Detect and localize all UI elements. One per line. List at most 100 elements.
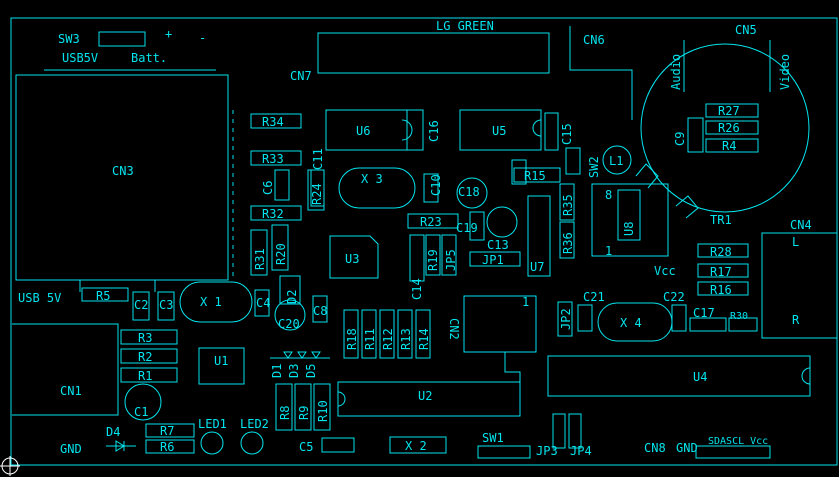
- resistor-r32[interactable]: [250, 205, 302, 221]
- chip-u8[interactable]: [617, 189, 641, 241]
- resistor-r36[interactable]: [559, 221, 575, 259]
- jumper-jp1[interactable]: [469, 251, 521, 267]
- jumper-jp2[interactable]: [557, 301, 573, 337]
- led2[interactable]: [240, 431, 264, 455]
- capacitor-c17[interactable]: [689, 317, 727, 332]
- capacitor-c2[interactable]: [132, 291, 150, 321]
- label-jp4: JP4: [570, 444, 592, 458]
- connector-cn2[interactable]: [463, 295, 537, 353]
- resistor-r31[interactable]: [250, 229, 268, 276]
- resistor-r34[interactable]: [250, 113, 302, 129]
- switch-sw3[interactable]: [98, 31, 146, 47]
- label-r1: R1: [138, 369, 152, 383]
- capacitor-c4[interactable]: [254, 289, 270, 317]
- resistor-r30[interactable]: [728, 317, 758, 332]
- capacitor-c20[interactable]: [274, 299, 306, 331]
- resistor-r26[interactable]: [705, 120, 759, 135]
- label-c1: C1: [134, 405, 148, 419]
- resistor-r33[interactable]: [250, 150, 302, 166]
- jumper-jp5[interactable]: [441, 234, 457, 276]
- resistor-r6[interactable]: [145, 439, 195, 454]
- capacitor-c3[interactable]: [157, 291, 175, 321]
- capacitor-c21[interactable]: [577, 304, 593, 332]
- capacitor-c9[interactable]: [687, 117, 704, 153]
- chip-u8-body[interactable]: [591, 183, 669, 257]
- label-c4: C4: [256, 296, 270, 310]
- resistor-r27[interactable]: [705, 103, 759, 118]
- label-r3: R3: [138, 331, 152, 345]
- resistor-r1[interactable]: [120, 367, 178, 383]
- resistor-r28[interactable]: [697, 243, 749, 258]
- resistor-r20[interactable]: [271, 224, 289, 271]
- resistor-r10[interactable]: [313, 383, 331, 431]
- label-r11: R11: [363, 328, 377, 350]
- capacitor-c22[interactable]: [671, 304, 687, 332]
- chip-u1[interactable]: [198, 347, 245, 385]
- capacitor-c1[interactable]: [124, 383, 162, 421]
- connector-cn7[interactable]: [317, 32, 550, 74]
- chip-u4[interactable]: [547, 355, 811, 397]
- connector-cn5[interactable]: [640, 43, 810, 213]
- resistor-r18[interactable]: [343, 309, 359, 359]
- resistor-r17[interactable]: [697, 263, 749, 278]
- resistor-r14[interactable]: [415, 309, 431, 359]
- resistor-r2[interactable]: [120, 348, 178, 364]
- resistor-r11[interactable]: [361, 309, 377, 359]
- resistor-r13[interactable]: [397, 309, 413, 359]
- capacitor-c19[interactable]: [469, 211, 485, 241]
- label-jp5: JP5: [444, 249, 458, 271]
- resistor-r23[interactable]: [407, 213, 459, 229]
- resistor-r5[interactable]: [81, 287, 129, 302]
- label-u2: U2: [418, 389, 432, 403]
- connector-cn3[interactable]: [15, 74, 229, 281]
- resistor-r3[interactable]: [120, 329, 178, 345]
- resistor-r15[interactable]: [513, 167, 561, 183]
- capacitor-c15[interactable]: [544, 112, 559, 151]
- inductor-l1[interactable]: [602, 145, 632, 175]
- label-r7: R7: [160, 424, 174, 438]
- resistor-r7[interactable]: [145, 423, 195, 438]
- resistor-r24[interactable]: [307, 169, 325, 211]
- capacitor-c6[interactable]: [274, 169, 290, 201]
- silk-diamond: [675, 195, 699, 219]
- label-u1: U1: [214, 354, 228, 368]
- jumper-jp3[interactable]: [552, 413, 566, 449]
- chip-u5[interactable]: [459, 109, 542, 151]
- capacitor-c18[interactable]: [456, 177, 488, 209]
- capacitor-small[interactable]: [511, 159, 527, 185]
- switch-sw2[interactable]: [565, 147, 581, 175]
- resistor-r19[interactable]: [425, 234, 441, 276]
- capacitor-c10[interactable]: [423, 173, 439, 203]
- capacitor-c8[interactable]: [312, 295, 328, 323]
- resistor-r12[interactable]: [379, 309, 395, 359]
- diode-d2[interactable]: [279, 275, 301, 305]
- chip-u2[interactable]: [337, 381, 521, 417]
- capacitor-c16[interactable]: [406, 109, 424, 151]
- silk-diamond: [635, 163, 659, 189]
- led1[interactable]: [200, 431, 224, 455]
- label-r31: R31: [253, 248, 267, 270]
- capacitor-c14[interactable]: [409, 234, 425, 282]
- label-l1: L1: [609, 154, 623, 168]
- label-sw1: SW1: [482, 431, 504, 445]
- label-u4: U4: [693, 370, 707, 384]
- resistor-r4[interactable]: [705, 138, 759, 153]
- connector-cn4[interactable]: [761, 232, 837, 339]
- label-c18: C18: [458, 185, 480, 199]
- resistor-r16[interactable]: [697, 281, 749, 296]
- connector-cn8[interactable]: [695, 445, 771, 459]
- crystal-x1[interactable]: [179, 281, 253, 323]
- chip-u7[interactable]: [527, 195, 551, 277]
- jumper-jp4[interactable]: [568, 413, 582, 449]
- switch-sw1[interactable]: [477, 445, 531, 459]
- crystal-x2[interactable]: [389, 436, 447, 454]
- capacitor-c13[interactable]: [486, 206, 518, 238]
- resistor-r9[interactable]: [294, 383, 312, 431]
- resistor-r8[interactable]: [275, 383, 293, 431]
- connector-cn1[interactable]: [12, 323, 119, 416]
- chip-u3[interactable]: [329, 235, 379, 279]
- capacitor-c5[interactable]: [321, 437, 355, 453]
- chip-notch: [532, 119, 542, 137]
- crystal-x3[interactable]: [338, 167, 416, 209]
- resistor-r35[interactable]: [559, 183, 575, 221]
